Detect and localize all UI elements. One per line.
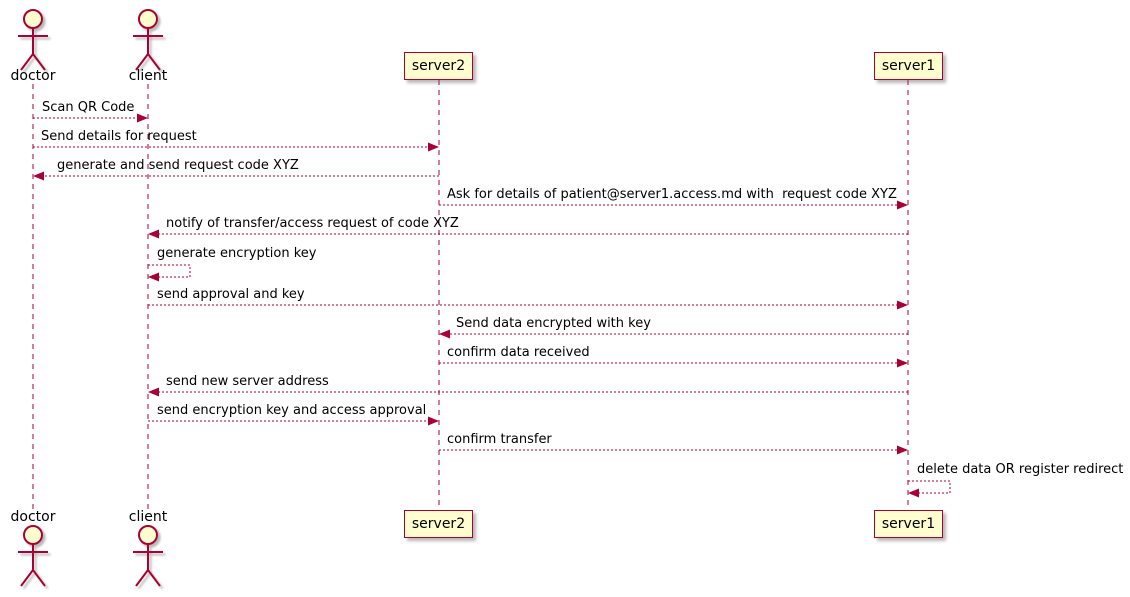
message-label-12: confirm transfer: [447, 432, 552, 447]
participant-box-server2-bottom: server2: [404, 510, 473, 538]
message-arrow-8: [439, 329, 908, 339]
actor-figure-client-top: [133, 9, 163, 71]
actor-label-doctor-top: doctor: [10, 68, 56, 84]
message-label-6: generate encryption key: [157, 246, 317, 261]
message-arrow-11: [148, 416, 439, 426]
message-arrow-4: [439, 200, 908, 210]
message-arrow-7: [148, 300, 908, 310]
message-arrow-2: [33, 142, 439, 152]
message-arrow-6-self: [148, 264, 191, 282]
message-label-2: Send details for request: [41, 129, 197, 144]
message-arrow-5: [148, 229, 908, 239]
message-label-8: Send data encrypted with key: [456, 316, 651, 331]
message-label-7: send approval and key: [157, 287, 305, 302]
actor-label-doctor-bottom: doctor: [10, 509, 56, 525]
message-label-1: Scan QR Code: [42, 100, 135, 115]
participant-box-server2-top: server2: [404, 52, 473, 80]
message-label-11: send encryption key and access approval: [157, 403, 427, 418]
message-arrow-10: [148, 387, 908, 397]
message-arrow-3: [33, 171, 439, 181]
message-label-10: send new server address: [166, 374, 329, 389]
message-label-5: notify of transfer/access request of cod…: [166, 216, 459, 231]
participant-box-server1-bottom: server1: [874, 510, 943, 538]
message-label-3: generate and send request code XYZ: [57, 158, 299, 173]
message-arrow-1: [33, 113, 148, 123]
message-label-13: delete data OR register redirect: [917, 462, 1124, 477]
actor-figure-doctor-top: [18, 9, 48, 71]
message-arrow-12: [439, 445, 908, 455]
participant-box-server1-top: server1: [874, 52, 943, 80]
message-label-4: Ask for details of patient@server1.acces…: [447, 187, 897, 202]
actor-figure-client-bottom: [133, 525, 163, 587]
message-arrow-9: [439, 358, 908, 368]
actor-label-client-top: client: [128, 68, 168, 84]
message-label-9: confirm data received: [447, 345, 590, 360]
actor-label-client-bottom: client: [128, 509, 168, 525]
message-arrow-13-self: [908, 480, 951, 498]
actor-figure-doctor-bottom: [18, 525, 48, 587]
